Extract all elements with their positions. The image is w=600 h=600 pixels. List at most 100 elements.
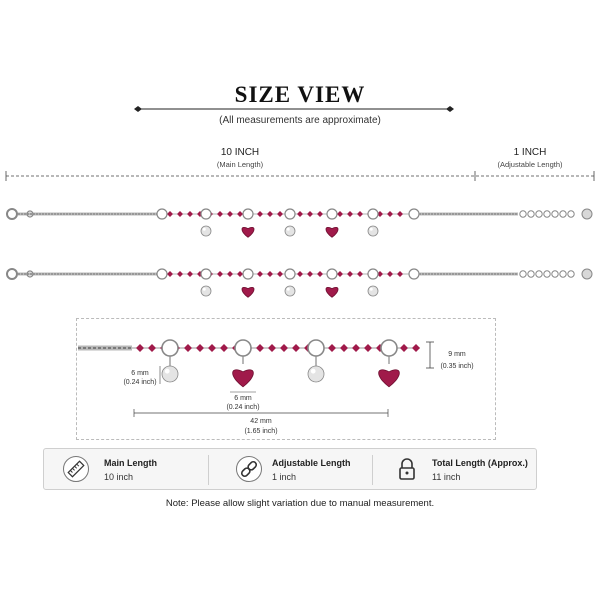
jump-ring [156, 268, 168, 280]
crystal-bead [177, 271, 183, 277]
crystal-bead [277, 271, 283, 277]
measurement-note: Note: Please allow slight variation due … [165, 498, 435, 509]
jump-ring [380, 339, 398, 357]
crystal-bead [237, 211, 243, 217]
extender-link [527, 270, 535, 278]
bead-mm-label: 6 mm [131, 370, 149, 377]
spec-label: Main Length [104, 458, 157, 468]
heart-charm [325, 287, 339, 298]
crystal-bead [267, 271, 273, 277]
spec-total-length: Total Length (Approx.) 11 inch [374, 449, 538, 489]
end-tag [581, 208, 593, 220]
heart-charm [325, 227, 339, 238]
crystal-bead [237, 271, 243, 277]
crystal-bead [167, 211, 173, 217]
extender-link [535, 270, 543, 278]
crystal-bead [400, 344, 408, 352]
crystal-bead [387, 211, 393, 217]
crystal-bead [337, 211, 343, 217]
extender-link [543, 270, 551, 278]
crystal-bead [377, 211, 383, 217]
lock-icon [394, 456, 420, 482]
crystal-bead [220, 344, 228, 352]
crystal-bead [280, 344, 288, 352]
crystal-bead [196, 344, 204, 352]
divider [372, 455, 373, 485]
crystal-bead [412, 344, 420, 352]
jump-ring [242, 268, 254, 280]
jump-ring [367, 268, 379, 280]
crystal-bead [317, 271, 323, 277]
crystal-bead [184, 344, 192, 352]
jump-ring [200, 208, 212, 220]
chain-link-icon [236, 456, 262, 482]
heart-charm [232, 369, 254, 388]
crystal-bead [397, 211, 403, 217]
crystal-bead [347, 271, 353, 277]
silver-bead [307, 365, 325, 383]
adjust-length-caption: (Adjustable Length) [497, 160, 563, 169]
jump-ring [367, 208, 379, 220]
spec-main-length: Main Length 10 inch [44, 449, 204, 489]
crystal-bead [167, 271, 173, 277]
spec-label: Total Length (Approx.) [432, 458, 528, 468]
spec-adjustable-length: Adjustable Length 1 inch [210, 449, 370, 489]
crystal-bead [292, 344, 300, 352]
crystal-bead [256, 344, 264, 352]
jump-ring [242, 208, 254, 220]
jump-ring [161, 339, 179, 357]
crystal-bead [177, 211, 183, 217]
bracelet-illustration [5, 171, 595, 298]
detail-zoom-box [76, 318, 496, 440]
crystal-bead [307, 271, 313, 277]
spec-panel: Main Length 10 inch Adjustable Length 1 … [43, 448, 537, 490]
jump-ring [284, 208, 296, 220]
heart-inch-label: (0.24 inch) [226, 404, 260, 411]
spec-label: Adjustable Length [272, 458, 351, 468]
heart-charm [241, 227, 255, 238]
crystal-bead [208, 344, 216, 352]
spec-value: 11 inch [432, 472, 461, 482]
crystal-bead [187, 271, 193, 277]
crystal-bead [337, 271, 343, 277]
crystal-bead [357, 271, 363, 277]
crystal-bead [340, 344, 348, 352]
crystal-bead [187, 211, 193, 217]
extender-link [567, 270, 575, 278]
extender-link [519, 270, 527, 278]
lobster-clasp [6, 268, 18, 280]
extender-link [519, 210, 527, 218]
crystal-bead [217, 211, 223, 217]
crystal-bead [257, 211, 263, 217]
subtitle: (All measurements are approximate) [219, 115, 381, 126]
spec-value: 1 inch [272, 472, 297, 482]
height-inch-label: (0.35 inch) [440, 363, 474, 370]
span-inch-label: (1.65 inch) [244, 428, 278, 435]
heart-mm-label: 6 mm [234, 395, 252, 402]
crystal-bead [227, 211, 233, 217]
jump-ring [326, 268, 338, 280]
crystal-bead [267, 211, 273, 217]
crystal-bead [297, 211, 303, 217]
jump-ring [200, 268, 212, 280]
crystal-bead [387, 271, 393, 277]
length-dimension-line [5, 171, 595, 181]
crystal-bead [347, 211, 353, 217]
jump-ring [284, 268, 296, 280]
crystal-bead [357, 211, 363, 217]
extender-link [543, 210, 551, 218]
crystal-bead [364, 344, 372, 352]
crystal-bead [297, 271, 303, 277]
end-tag [581, 268, 593, 280]
crystal-bead [136, 344, 144, 352]
crystal-bead [268, 344, 276, 352]
extender-link [551, 270, 559, 278]
jump-ring [156, 208, 168, 220]
crystal-bead [397, 271, 403, 277]
crystal-bead [217, 271, 223, 277]
extender-link [567, 210, 575, 218]
jump-ring [307, 339, 325, 357]
crystal-bead [352, 344, 360, 352]
